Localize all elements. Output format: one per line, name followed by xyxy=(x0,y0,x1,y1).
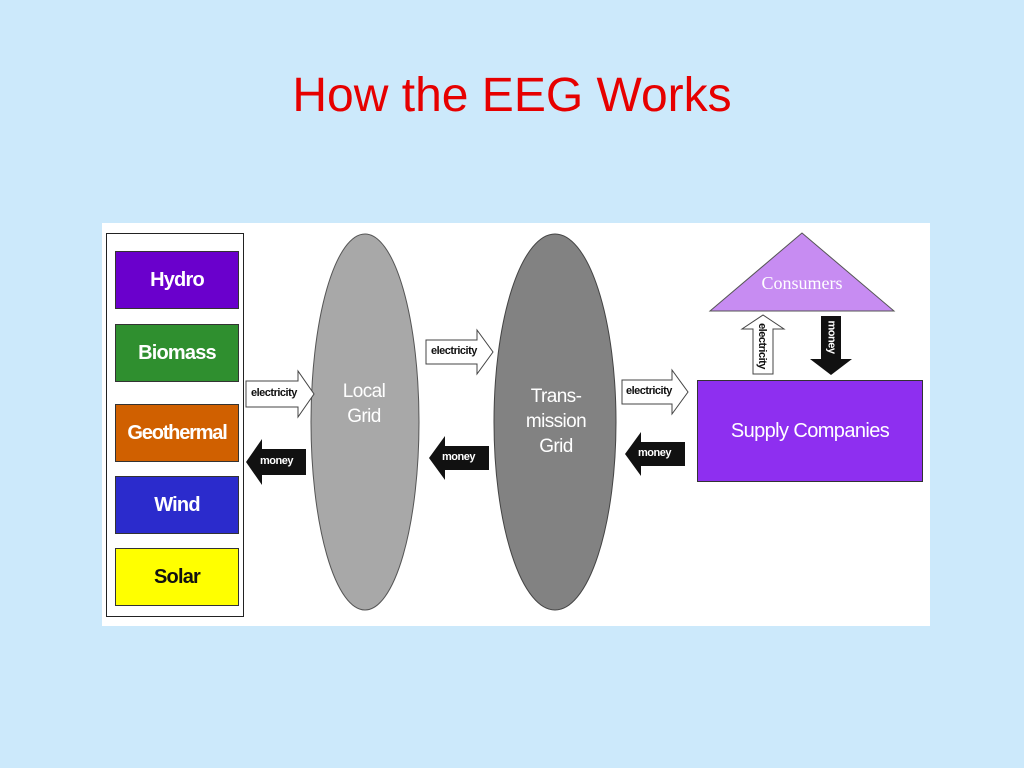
money-arrow-supply-transmission xyxy=(625,432,685,476)
energy-sources-panel: Hydro Biomass Geothermal Wind Solar xyxy=(106,233,244,617)
money-label-transmission-local: money xyxy=(442,451,475,463)
local-grid-text: Local Grid xyxy=(342,381,386,427)
source-solar: Solar xyxy=(115,548,239,606)
transmission-grid-label: Trans- mission Grid xyxy=(504,384,608,459)
electricity-arrow-local-transmission xyxy=(425,328,494,376)
electricity-label-sources-local: electricity xyxy=(251,387,297,399)
source-wind: Wind xyxy=(115,476,239,534)
money-arrow-consumers-supply xyxy=(810,316,852,375)
electricity-arrow-transmission-supply xyxy=(621,368,689,416)
electricity-arrow-supply-consumers xyxy=(740,314,786,375)
money-label-supply-transmission: money xyxy=(638,447,671,459)
electricity-arrow-sources-local xyxy=(245,369,315,419)
electricity-label-supply-consumers: electricity xyxy=(755,323,768,369)
money-arrow-local-sources xyxy=(246,439,306,485)
eeg-diagram: Hydro Biomass Geothermal Wind Solar Loca… xyxy=(102,223,930,626)
diagram-shapes xyxy=(245,232,896,611)
source-hydro: Hydro xyxy=(115,251,239,309)
slide-title: How the EEG Works xyxy=(292,69,732,122)
source-geothermal: Geothermal xyxy=(115,404,239,462)
money-arrow-transmission-local xyxy=(429,436,489,480)
local-grid-ellipse xyxy=(310,233,420,611)
transmission-grid-ellipse xyxy=(493,233,617,611)
electricity-label-local-transmission: electricity xyxy=(431,345,477,357)
electricity-label-transmission-supply: electricity xyxy=(626,385,672,397)
source-biomass: Biomass xyxy=(115,324,239,382)
local-grid-label: Local Grid xyxy=(314,379,414,429)
consumers-triangle xyxy=(708,232,896,312)
consumers-label: Consumers xyxy=(761,273,843,293)
money-label-local-sources: money xyxy=(260,455,293,467)
transmission-grid-text: Trans- mission Grid xyxy=(525,386,587,457)
money-label-consumers-supply: money xyxy=(825,320,838,354)
supply-companies-box: Supply Companies xyxy=(697,380,923,482)
